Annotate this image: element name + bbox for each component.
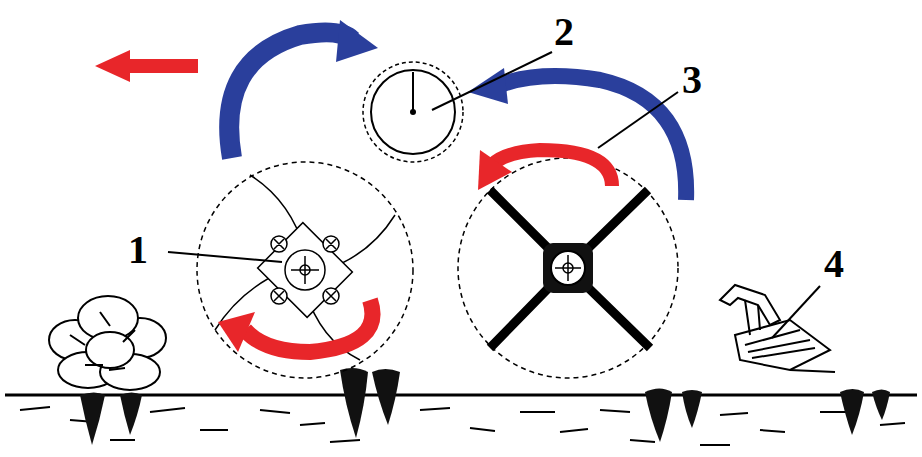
beet-leaves: [49, 296, 166, 390]
rotor-path: [197, 162, 413, 378]
lifting-share: [720, 285, 835, 372]
travel-arrow: [95, 50, 198, 82]
callout-number: 3: [680, 60, 704, 100]
rotation-arrow: [218, 150, 612, 352]
flow-arrow: [229, 20, 686, 200]
drum: [363, 62, 463, 162]
callout-number: 1: [126, 230, 150, 270]
soil-texture: [20, 407, 905, 445]
flail-rotor: [215, 175, 395, 360]
leader-line: [168, 52, 820, 338]
beet-roots: [80, 368, 890, 445]
paddle-rotor: [490, 190, 650, 348]
callout-number: 2: [552, 12, 576, 52]
rotor-path: [458, 158, 678, 378]
callout-number: 4: [822, 244, 846, 284]
